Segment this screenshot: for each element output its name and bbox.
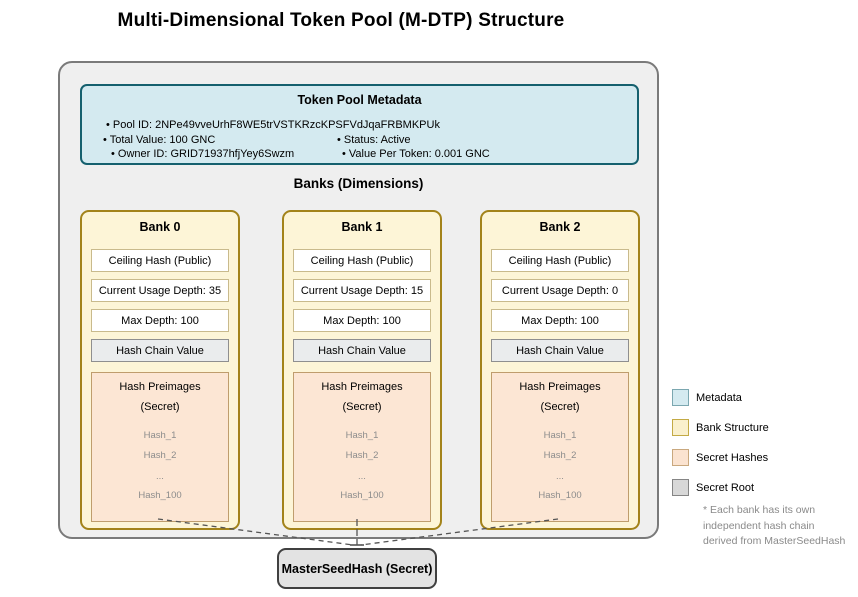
bank-2-hash-item: Hash_2: [543, 450, 577, 461]
bank-0-ceiling-hash: Ceiling Hash (Public): [91, 249, 229, 272]
metadata-value-per-token: • Value Per Token: 0.001 GNC: [342, 148, 490, 160]
legend-swatch-bank-structure: [672, 419, 689, 436]
legend-label-secret-root: Secret Root: [696, 481, 755, 494]
legend-label-secret-hashes: Secret Hashes: [696, 451, 769, 464]
legend-item-secret-hashes: Secret Hashes: [672, 449, 768, 466]
bank-1-preimages-subtitle: (Secret): [342, 401, 382, 413]
legend-item-secret-root: Secret Root: [672, 479, 754, 496]
metadata-pool-id: • Pool ID: 2NPe49vveUrhF8WE5trVSTKRzcKPS…: [106, 119, 440, 131]
legend-item-bank-structure: Bank Structure: [672, 419, 769, 436]
bank-0-hash-item: Hash_100: [138, 490, 182, 501]
legend-label-metadata: Metadata: [696, 391, 742, 404]
bank-2-preimages-subtitle: (Secret): [540, 401, 580, 413]
bank-2-usage-depth: Current Usage Depth: 0: [491, 279, 629, 302]
bank-2-hash-item: ...: [556, 471, 564, 482]
bank-1: Bank 1 Ceiling Hash (Public) Current Usa…: [282, 210, 442, 530]
bank-1-preimages: Hash Preimages (Secret) Hash_1 Hash_2 ..…: [293, 372, 431, 522]
bank-0-preimages: Hash Preimages (Secret) Hash_1 Hash_2 ..…: [91, 372, 229, 522]
metadata-title: Token Pool Metadata: [297, 93, 422, 107]
bank-2-max-depth: Max Depth: 100: [491, 309, 629, 332]
bank-2-hash-chain: Hash Chain Value: [491, 339, 629, 362]
bank-1-hash-item: Hash_100: [340, 490, 384, 501]
bank-0: Bank 0 Ceiling Hash (Public) Current Usa…: [80, 210, 240, 530]
legend-swatch-secret-root: [672, 479, 689, 496]
bank-0-hash-chain: Hash Chain Value: [91, 339, 229, 362]
bank-0-preimages-title: Hash Preimages: [119, 381, 201, 393]
bank-1-title: Bank 1: [341, 220, 383, 234]
bank-1-ceiling-hash: Ceiling Hash (Public): [293, 249, 431, 272]
bank-1-max-depth: Max Depth: 100: [293, 309, 431, 332]
bank-0-hash-item: Hash_2: [143, 450, 177, 461]
footnote: * Each bank has its own independent hash…: [703, 503, 858, 550]
bank-0-max-depth: Max Depth: 100: [91, 309, 229, 332]
bank-0-usage-depth: Current Usage Depth: 35: [91, 279, 229, 302]
metadata-owner-id: • Owner ID: GRID71937hfjYey6Swzm: [111, 148, 295, 160]
metadata-total-value: • Total Value: 100 GNC: [103, 134, 216, 146]
bank-1-hash-chain: Hash Chain Value: [293, 339, 431, 362]
master-seed-label: MasterSeedHash (Secret): [281, 561, 433, 576]
bank-2: Bank 2 Ceiling Hash (Public) Current Usa…: [480, 210, 640, 530]
bank-1-hash-item: Hash_1: [345, 430, 379, 441]
bank-1-preimages-title: Hash Preimages: [321, 381, 403, 393]
legend-label-bank-structure: Bank Structure: [696, 421, 769, 434]
bank-1-hash-item: Hash_2: [345, 450, 379, 461]
pool-container: Token Pool Metadata • Pool ID: 2NPe49vve…: [58, 61, 659, 539]
bank-0-hash-item: Hash_1: [143, 430, 177, 441]
legend-item-metadata: Metadata: [672, 389, 742, 406]
legend-swatch-metadata: [672, 389, 689, 406]
bank-2-hash-item: Hash_100: [538, 490, 582, 501]
legend-swatch-secret-hashes: [672, 449, 689, 466]
footnote-line: * Each bank has its own: [703, 504, 816, 516]
bank-0-title: Bank 0: [139, 220, 181, 234]
metadata-status: • Status: Active: [337, 134, 411, 146]
master-seed-box: MasterSeedHash (Secret): [277, 548, 437, 589]
diagram-title: Multi-Dimensional Token Pool (M-DTP) Str…: [117, 10, 565, 31]
bank-2-title: Bank 2: [539, 220, 581, 234]
footnote-line: derived from MasterSeedHash: [703, 535, 846, 547]
bank-2-preimages: Hash Preimages (Secret) Hash_1 Hash_2 ..…: [491, 372, 629, 522]
bank-1-usage-depth: Current Usage Depth: 15: [293, 279, 431, 302]
banks-section-label: Banks (Dimensions): [293, 176, 424, 191]
footnote-line: independent hash chain: [703, 519, 815, 532]
bank-2-ceiling-hash: Ceiling Hash (Public): [491, 249, 629, 272]
bank-2-hash-item: Hash_1: [543, 430, 577, 441]
bank-2-preimages-title: Hash Preimages: [519, 381, 601, 393]
bank-1-hash-item: ...: [358, 471, 366, 482]
bank-0-hash-item: ...: [156, 471, 164, 482]
bank-0-preimages-subtitle: (Secret): [140, 401, 180, 413]
metadata-box: Token Pool Metadata • Pool ID: 2NPe49vve…: [80, 84, 639, 165]
